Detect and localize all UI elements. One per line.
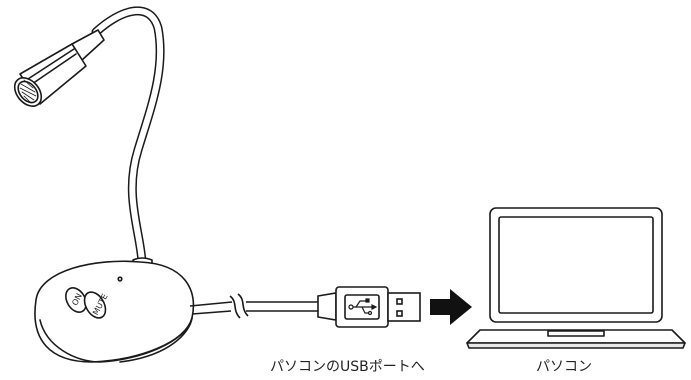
usb-plug	[317, 286, 421, 328]
pc-caption: パソコン	[536, 359, 592, 375]
usb-cable	[189, 293, 318, 319]
usb-microphone	[13, 6, 195, 363]
mic-head	[13, 29, 105, 107]
mute-button	[83, 291, 107, 319]
arrow-right-icon	[430, 289, 472, 325]
led-indicator	[117, 276, 123, 282]
laptop-computer	[466, 207, 686, 349]
gooseneck	[91, 6, 165, 267]
on-button	[65, 287, 87, 313]
laptop-screen	[498, 216, 654, 314]
usb-symbol-icon	[348, 298, 378, 316]
laptop-trackpad	[547, 330, 605, 337]
mic-base	[34, 260, 195, 363]
mic-grille	[19, 79, 37, 104]
usb-port-caption: パソコンのUSBポートへ	[270, 359, 425, 375]
